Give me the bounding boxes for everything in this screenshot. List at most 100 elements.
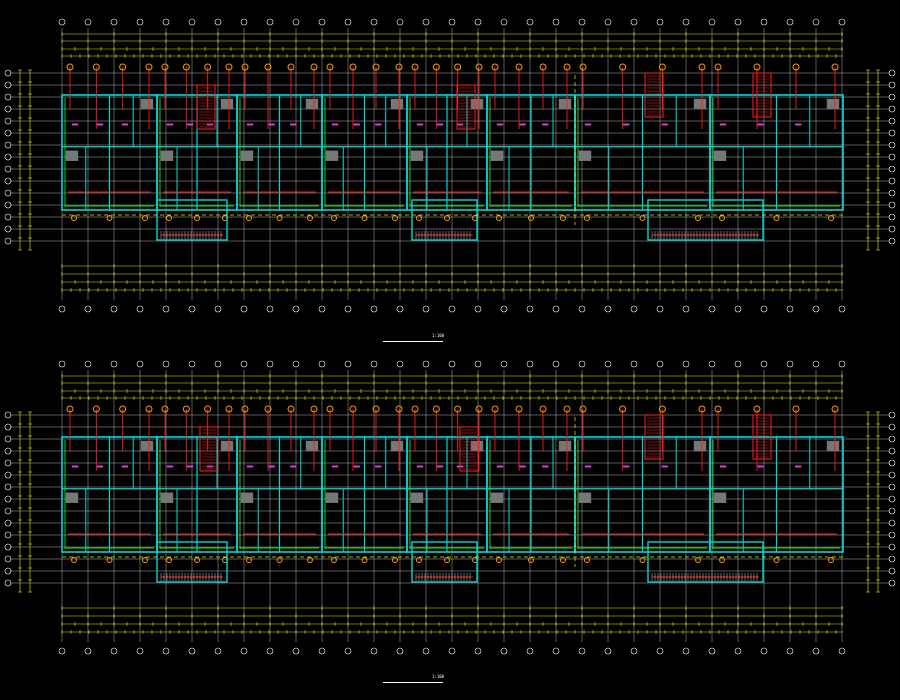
room-label-mark (795, 465, 802, 468)
room-label-mark (496, 123, 504, 126)
fixture-symbol (246, 215, 252, 221)
axis-bubble (84, 647, 92, 655)
axis-bubble (888, 579, 896, 587)
axis-bubble (888, 507, 896, 515)
axis-bubble (630, 18, 638, 26)
axis-bubble (474, 360, 482, 368)
room-label-mark (623, 123, 630, 126)
fixture-symbol (66, 63, 74, 71)
room-label-mark (795, 123, 802, 126)
axis-bubble (4, 189, 12, 197)
axis-bubble (4, 567, 12, 575)
axis-bubble (734, 305, 742, 313)
room-label-mark (268, 123, 275, 126)
fixture-symbol (719, 557, 725, 563)
axis-bubble (4, 225, 12, 233)
axis-bubble (888, 81, 896, 89)
axis-bubble (708, 647, 716, 655)
fixture-symbol (392, 557, 398, 563)
fixture-symbol (142, 557, 148, 563)
axis-bubble (4, 177, 12, 185)
service-shaft (693, 440, 707, 452)
fixture-symbol (182, 63, 190, 71)
room-label-mark (661, 123, 668, 126)
service-shaft (220, 440, 234, 452)
axis-bubble (396, 647, 404, 655)
axis-bubble (604, 305, 612, 313)
axis-bubble (526, 305, 534, 313)
fixture-symbol (714, 405, 722, 413)
axis-bubble (734, 647, 742, 655)
room-label-mark (246, 465, 254, 468)
axis-bubble (240, 18, 248, 26)
fixture-symbol (194, 557, 200, 563)
fixture-symbol (264, 405, 272, 413)
room-label-mark (331, 123, 339, 126)
fixture-symbol (349, 405, 357, 413)
stair-core (644, 72, 664, 118)
fixture-symbol (331, 215, 337, 221)
service-shaft (490, 150, 504, 161)
axis-bubble (630, 305, 638, 313)
plan-bottom-caption-underline (383, 682, 443, 683)
axis-bubble (4, 531, 12, 539)
fixture-symbol (331, 557, 337, 563)
stair-core (196, 84, 216, 130)
service-shaft (826, 440, 840, 452)
axis-bubble (4, 117, 12, 125)
room-label-mark (375, 123, 382, 126)
axis-bubble (84, 18, 92, 26)
axis-bubble (188, 360, 196, 368)
axis-bubble (4, 93, 12, 101)
axis-bubble (188, 18, 196, 26)
axis-bubble (888, 555, 896, 563)
service-shaft (558, 98, 572, 110)
axis-bubble (318, 305, 326, 313)
service-shaft (713, 150, 727, 161)
axis-bubble (266, 18, 274, 26)
axis-bubble (4, 459, 12, 467)
fixture-symbol (792, 405, 800, 413)
fixture-symbol (773, 215, 780, 221)
axis-bubble (448, 305, 456, 313)
axis-bubble (888, 567, 896, 575)
axis-bubble (708, 360, 716, 368)
fixture-symbol (287, 405, 295, 413)
room-label-mark (519, 123, 526, 126)
fixture-symbol (528, 557, 534, 563)
axis-bubble (4, 555, 12, 563)
axis-bubble (500, 305, 508, 313)
axis-bubble (266, 360, 274, 368)
axis-bubble (292, 18, 300, 26)
axis-bubble (396, 18, 404, 26)
fixture-symbol (714, 63, 722, 71)
room-label-mark (542, 123, 549, 126)
axis-bubble (888, 201, 896, 209)
axis-bubble (4, 507, 12, 515)
axis-bubble (656, 360, 664, 368)
axis-bubble (318, 360, 326, 368)
axis-bubble (4, 423, 12, 431)
fixture-symbol (496, 215, 502, 221)
floor-plan-top (4, 18, 896, 313)
fixture-symbol (475, 405, 483, 413)
room-label-mark (96, 465, 104, 468)
axis-bubble (812, 647, 820, 655)
axis-bubble (888, 153, 896, 161)
room-label-mark (416, 465, 424, 468)
floor-plan-bottom (4, 360, 896, 655)
fixture-symbol (639, 215, 646, 221)
fixture-symbol (204, 63, 212, 71)
axis-bubble (58, 305, 66, 313)
axis-bubble (708, 305, 716, 313)
fixture-symbol (528, 215, 534, 221)
axis-bubble (786, 305, 794, 313)
axis-bubble (240, 305, 248, 313)
axis-bubble (58, 647, 66, 655)
service-shaft (140, 98, 154, 110)
service-shaft (578, 150, 592, 161)
fixture-symbol (491, 63, 499, 71)
room-label-mark (623, 465, 630, 468)
axis-bubble (318, 647, 326, 655)
stair-core (456, 84, 476, 130)
